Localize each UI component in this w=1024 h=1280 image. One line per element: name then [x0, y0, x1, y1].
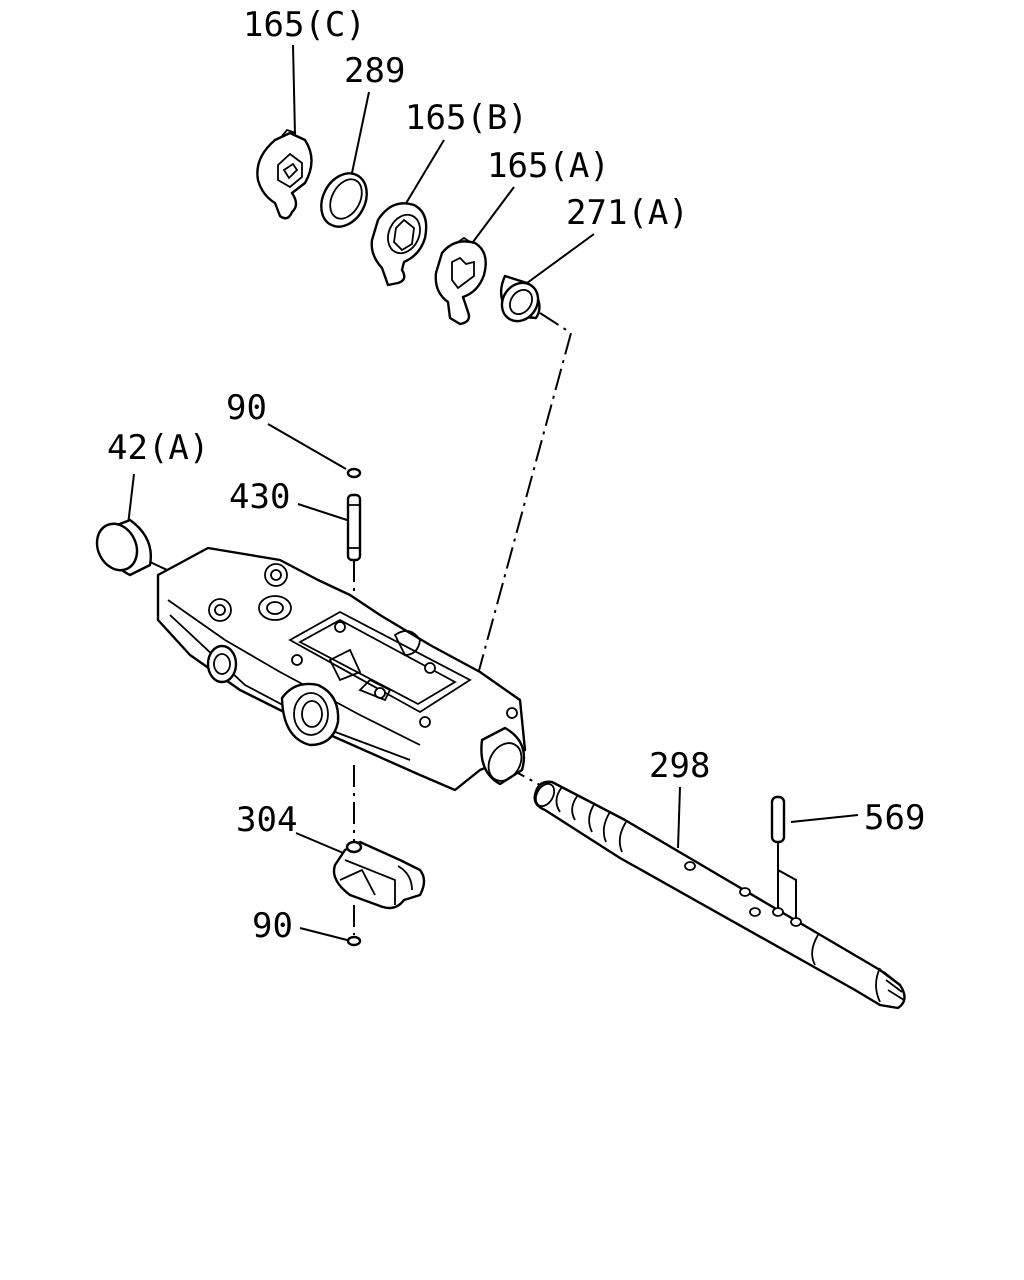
label-304: 304: [236, 800, 297, 840]
leader-569-drop: [777, 843, 797, 918]
label-90-top: 90: [226, 388, 267, 428]
label-165b: 165(B): [405, 98, 528, 138]
part-165b-cam: [370, 202, 428, 287]
label-430: 430: [229, 477, 290, 517]
leader-lines: [127, 44, 859, 942]
leader-165a: [469, 186, 515, 247]
label-165a: 165(A): [487, 146, 610, 186]
part-304-detent: [332, 840, 426, 910]
label-298: 298: [649, 746, 710, 786]
part-289-ring: [320, 172, 368, 228]
label-42a: 42(A): [107, 428, 209, 468]
leader-165b: [404, 139, 445, 206]
part-430-pin: [346, 493, 362, 562]
housing-body: [156, 546, 527, 792]
part-165c-lever: [256, 128, 313, 220]
leader-289: [351, 91, 370, 174]
label-90-bottom: 90: [252, 906, 293, 946]
leader-90-bottom: [299, 927, 352, 942]
leader-304: [295, 832, 349, 856]
part-42a-sleeve: [95, 518, 152, 577]
part-165a-cam: [434, 236, 487, 326]
label-271a: 271(A): [566, 193, 689, 233]
leader-298: [677, 786, 681, 849]
label-289: 289: [344, 51, 405, 91]
part-271a-bushing: [499, 274, 541, 323]
dash-271a-to-housing: [464, 312, 573, 723]
leader-569: [790, 814, 859, 823]
leader-271a: [526, 233, 595, 284]
part-90-top-oring: [346, 467, 362, 479]
part-90-bottom-oring: [346, 935, 362, 947]
part-298-shaft: [533, 780, 906, 1010]
label-165c: 165(C): [243, 5, 366, 45]
part-569-pin: [770, 795, 786, 844]
leader-165c: [292, 44, 296, 136]
label-569: 569: [864, 798, 925, 838]
leader-90-top: [267, 423, 347, 470]
leader-42a: [127, 473, 135, 526]
leader-430: [297, 503, 348, 521]
